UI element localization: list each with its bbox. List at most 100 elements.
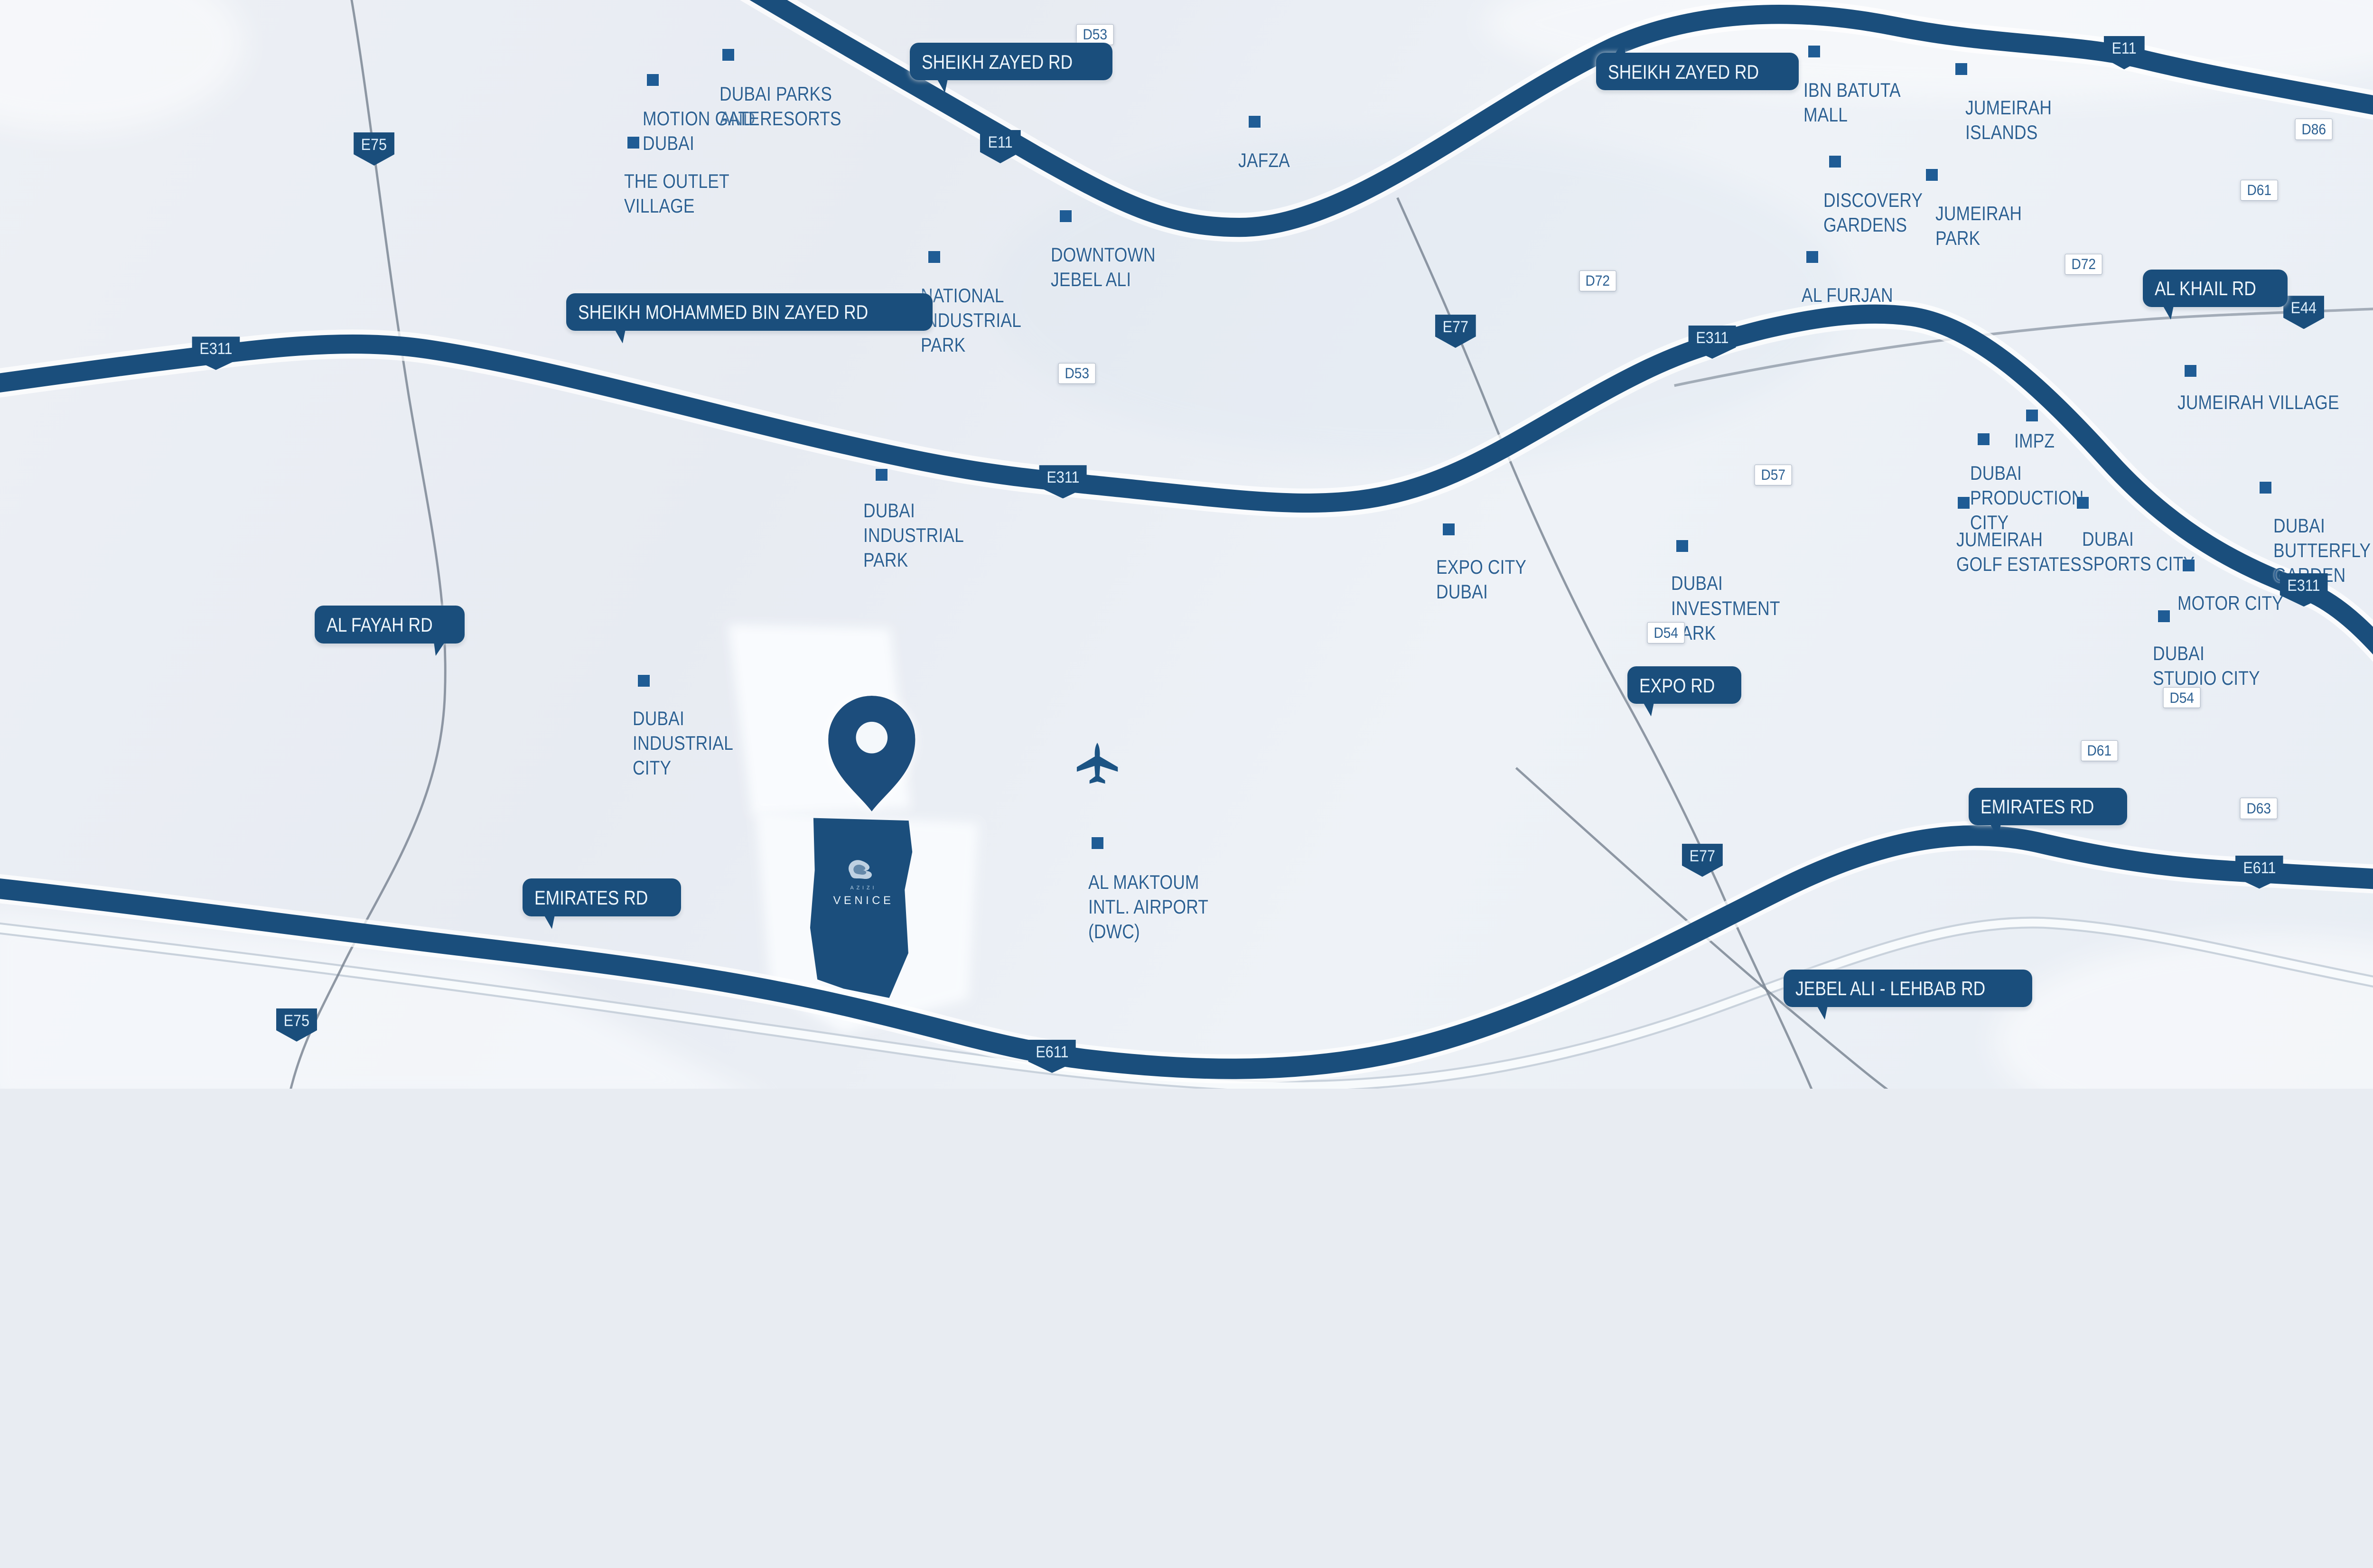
minor-road-jebel-ali-lehbab (1515, 767, 1888, 1089)
place-label: DUBAIBUTTERFLYGARDEN (2273, 513, 2371, 588)
place-marker-icon (1925, 168, 1938, 181)
road-badge-jebel-ali-lehbab-rd: JEBEL ALI - LEHBAB RD (1784, 970, 2032, 1008)
route-shield-label: D54 (1654, 624, 1679, 641)
place-marker-icon (1829, 155, 1841, 168)
route-shield-label: D61 (2087, 742, 2112, 759)
route-shield-label: D53 (1083, 26, 1107, 43)
road-badge-emirates-rd-west: EMIRATES RD (522, 878, 682, 916)
place-marker-icon (1806, 251, 1819, 263)
place-marker-icon (1442, 523, 1455, 535)
place-label-line: DUBAI (643, 131, 695, 154)
place-label-line: DUBAI (2082, 527, 2134, 550)
route-shield-d61-north: D61 (2241, 179, 2278, 201)
route-shield-label: E11 (2111, 39, 2137, 58)
place-label-line: DUBAI (1436, 580, 1488, 603)
road-badge-label: AL KHAIL RD (2155, 277, 2257, 300)
place-marker-icon (1092, 837, 1103, 849)
site-parcel (810, 818, 913, 998)
place-marker-icon (1248, 116, 1261, 128)
place-label: IMPZ (2014, 429, 2055, 453)
place-label-line: PRODUCTION (1970, 486, 2084, 509)
highway-e311-sheikh-mohammed-bin-zayed-rd (0, 304, 2373, 655)
place-marker-icon (1808, 45, 1821, 57)
highway-e611-emirates-rd (0, 825, 2373, 1079)
place-label-line: CITY (633, 756, 672, 779)
place-marker-icon (2158, 610, 2170, 623)
place-label-line: PARK (921, 334, 966, 356)
place-marker-icon (1958, 497, 1970, 509)
route-shield-d86: D86 (2295, 119, 2333, 140)
route-shield-d54-central: D54 (1647, 622, 1685, 644)
place-marker-icon (2026, 410, 2038, 422)
place-label-line: JUMEIRAH VILLAGE (2177, 391, 2339, 413)
place-label-line: DUBAI (633, 707, 685, 730)
terrain-patch (1994, 936, 2373, 1089)
place-marker-icon (2077, 497, 2089, 509)
place-label: JAFZA (1238, 148, 1290, 173)
place-label-line: JUMEIRAH (1935, 202, 2022, 224)
place-label-line: BUTTERFLY (2273, 539, 2371, 561)
road-badge-sheikh-mohammed-bin-zayed-rd: SHEIKH MOHAMMED BIN ZAYED RD (566, 293, 933, 331)
place-label-line: DUBAI (863, 499, 916, 522)
secondary-road (0, 918, 2373, 1089)
place-label-line: JEBEL ALI (1050, 268, 1131, 291)
road-badge-expo-rd: EXPO RD (1627, 666, 1742, 704)
place-marker-icon (627, 137, 639, 149)
place-label-line: DISCOVERY (1823, 188, 1923, 211)
road-badge-label: SHEIKH MOHAMMED BIN ZAYED RD (578, 301, 869, 324)
place-label-line: INDUSTRIAL (863, 524, 964, 547)
place-label: AL FURJAN (1802, 283, 1893, 308)
place-label: JUMEIRAH VILLAGE (2177, 390, 2339, 415)
route-shield-d53-north: D53 (1076, 24, 1114, 46)
route-shield-label: E75 (361, 135, 387, 154)
route-shield-label: D72 (2071, 256, 2096, 273)
route-shield-d53-central: D53 (1058, 363, 1096, 384)
place-label-line: INVESTMENT (1671, 597, 1780, 619)
map-roads-canvas (0, 0, 2373, 1089)
route-shield-label: D57 (1761, 467, 1785, 484)
route-shield-label: E311 (1696, 328, 1729, 347)
place-label-line: JUMEIRAH (1956, 528, 2043, 551)
road-badge-label: SHEIKH ZAYED RD (921, 50, 1073, 73)
place-marker-icon (876, 468, 888, 481)
route-shield-label: D72 (1585, 272, 1610, 289)
road-badge-label: EMIRATES RD (1980, 795, 2094, 818)
road-badge-emirates-rd-east: EMIRATES RD (1968, 787, 2128, 825)
place-marker-icon (1059, 210, 1072, 223)
place-marker-icon (2260, 482, 2272, 494)
place-label-line: ISLANDS (1965, 121, 2038, 144)
road-badge-al-khail-rd: AL KHAIL RD (2143, 270, 2288, 308)
location-pin-icon (828, 695, 916, 812)
road-badge-label: AL FAYAH RD (327, 613, 433, 636)
place-label-line: IBN BATUTA (1803, 78, 1901, 101)
place-label-line: DUBAI (2153, 642, 2205, 664)
place-label-line: SPORTS CITY (2082, 552, 2195, 575)
route-shield-label: E311 (2287, 577, 2320, 595)
place-label-line: PARK (863, 549, 908, 571)
airplane-icon (1073, 740, 1122, 789)
route-shield-label: D54 (2169, 689, 2195, 706)
place-marker-icon (638, 675, 650, 687)
place-label-line: JUMEIRAH (1965, 96, 2052, 119)
place-label-line: DOWNTOWN (1050, 243, 1156, 266)
route-shield-label: D86 (2301, 121, 2326, 138)
place-label-line: IMPZ (2014, 429, 2055, 452)
place-label-line: DUBAI (1671, 572, 1723, 595)
place-label-line: PARK (1935, 226, 1981, 249)
